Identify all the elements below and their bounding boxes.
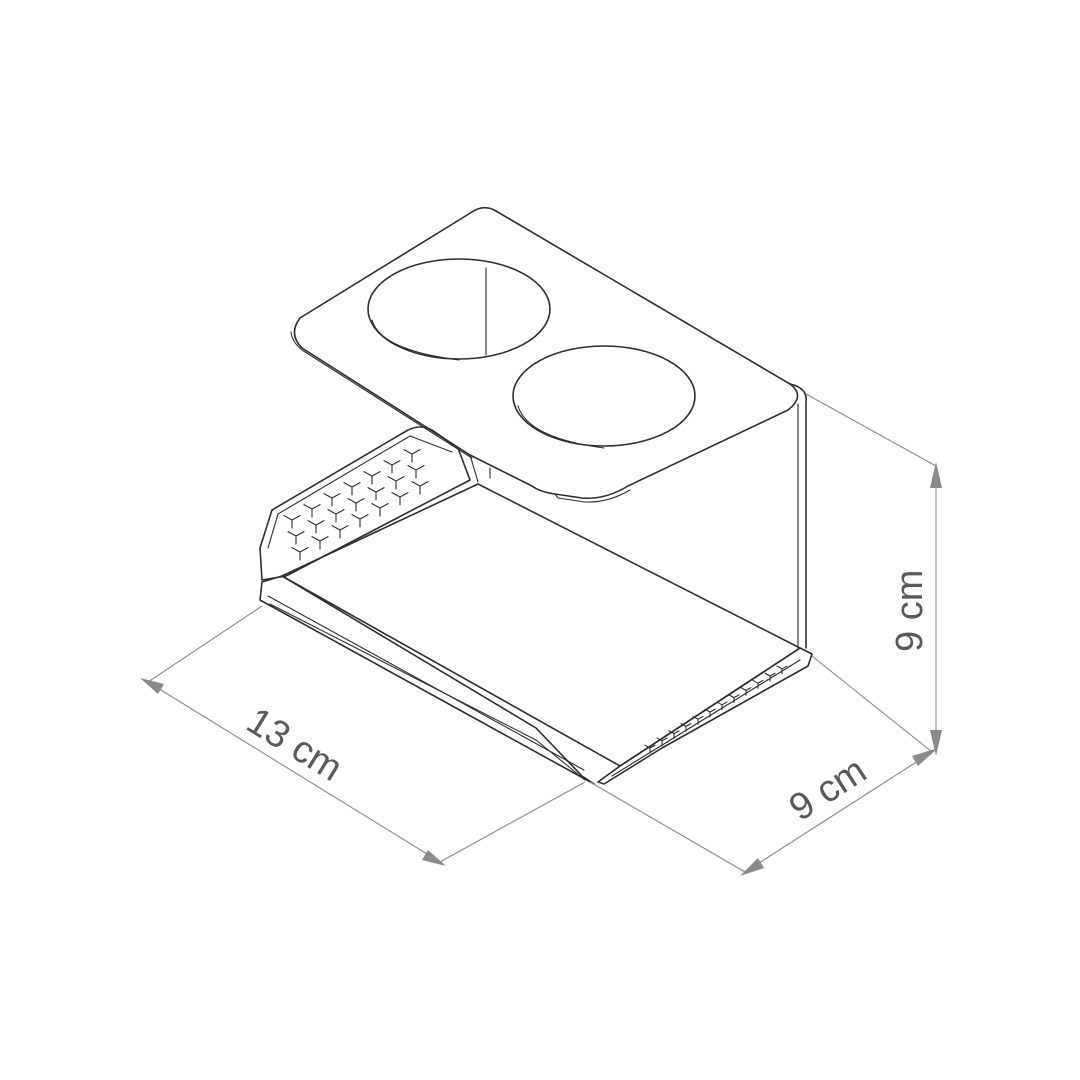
vent-prong <box>328 510 344 522</box>
vent-pattern-left <box>284 450 428 560</box>
arrow-depth-end <box>912 748 938 766</box>
dimension-width: 13 cm <box>140 606 585 866</box>
vent-prong <box>408 466 424 478</box>
arrow-width-end <box>422 850 446 866</box>
vent-pattern-right <box>645 666 787 753</box>
vent-prong <box>304 505 320 517</box>
vent-prong <box>368 488 384 500</box>
vent-prong <box>372 504 388 516</box>
vent-prong <box>352 515 368 527</box>
vent-prong <box>312 537 328 549</box>
vent-prong <box>669 731 679 739</box>
height-label: 9 cm <box>889 570 931 652</box>
hole-left <box>368 259 550 360</box>
vent-prong <box>364 472 380 484</box>
hole-right <box>513 346 695 448</box>
vent-prong <box>681 724 691 732</box>
vent-prong <box>332 526 348 538</box>
vent-prong <box>384 461 400 473</box>
arrow-height-top <box>930 462 942 488</box>
vent-prong <box>348 499 364 511</box>
width-label: 13 cm <box>239 700 349 790</box>
base-tray <box>260 427 812 784</box>
dimension-height: 9 cm <box>806 394 942 756</box>
dimension-depth: 9 cm <box>590 656 938 876</box>
vent-prong <box>324 494 340 506</box>
arrow-width-start <box>140 678 164 694</box>
top-plate <box>291 208 798 502</box>
back-panel <box>470 384 806 648</box>
vent-prong <box>284 516 300 528</box>
vent-prong <box>288 532 304 544</box>
vent-prong <box>308 521 324 533</box>
vent-prong <box>765 673 775 681</box>
vent-prong <box>392 493 408 505</box>
vent-prong <box>292 548 308 560</box>
arrow-depth-start <box>740 858 764 876</box>
vent-prong <box>404 450 420 462</box>
depth-label: 9 cm <box>782 749 874 829</box>
vent-prong <box>344 483 360 495</box>
vent-prong <box>412 482 428 494</box>
vent-prong <box>388 477 404 489</box>
